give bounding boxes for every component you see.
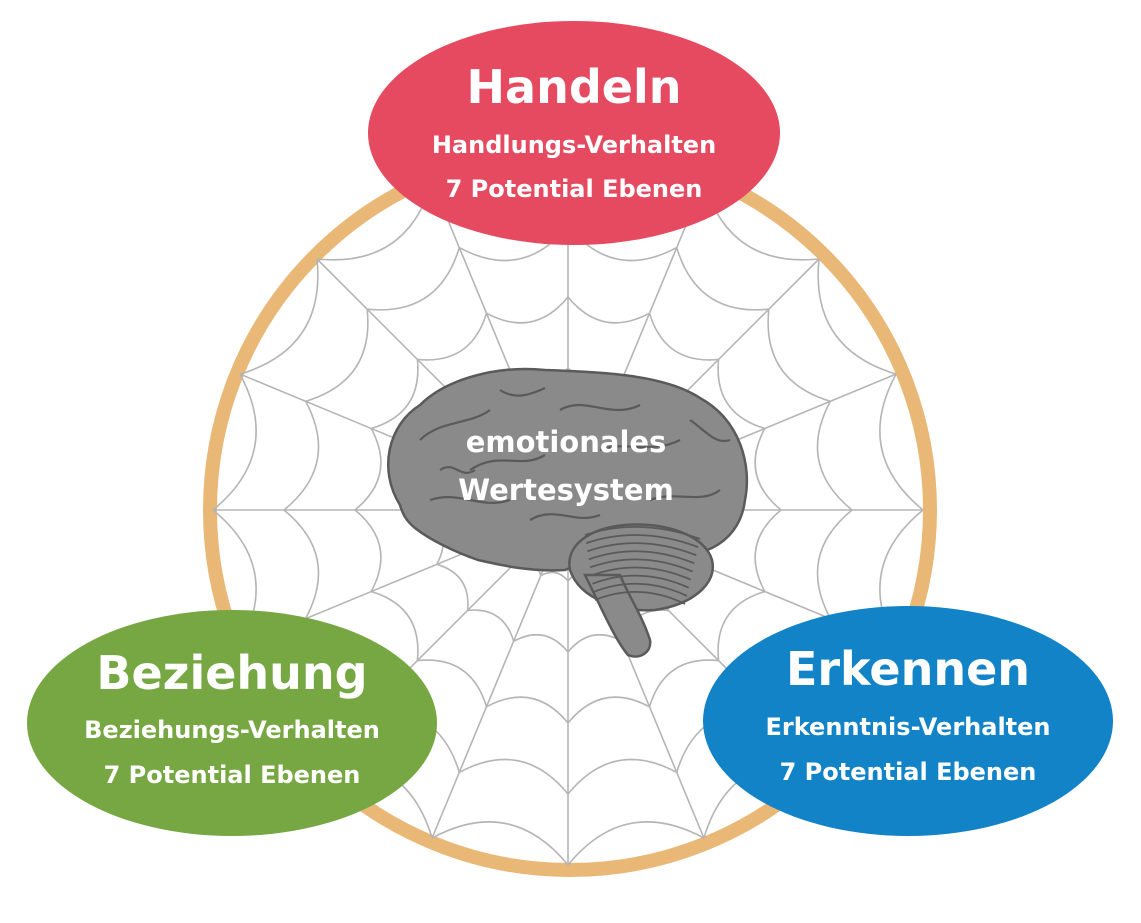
web-thread: [354, 428, 382, 511]
node-erkennen-line1: Erkenntnis-Verhalten: [766, 713, 1051, 741]
web-thread: [717, 359, 766, 430]
cerebellum-stripe: [590, 566, 691, 581]
cerebellum-stripe: [593, 582, 688, 597]
web-thread: [305, 309, 369, 403]
web-thread: [675, 247, 769, 311]
web-thread: [879, 373, 924, 511]
brain-folds: [419, 387, 731, 521]
node-beziehung: Beziehung Beziehungs-Verhalten 7 Potenti…: [27, 610, 437, 836]
web-thread: [436, 563, 469, 611]
web-thread: [467, 609, 515, 642]
node-handeln-title: Handeln: [467, 60, 682, 114]
web-thread: [486, 296, 569, 324]
node-erkennen: Erkennen Erkenntnis-Verhalten 7 Potentia…: [703, 606, 1113, 836]
node-handeln-ellipse: [368, 21, 780, 245]
node-beziehung-title: Beziehung: [96, 646, 367, 700]
cerebellum-stripe: [594, 591, 686, 605]
web-thread: [648, 312, 719, 361]
brain-stem: [582, 573, 652, 658]
cerebellum-stripe: [592, 574, 690, 589]
web-thread: [431, 821, 569, 866]
web-thread: [370, 359, 419, 430]
node-handeln-line1: Handlungs-Verhalten: [432, 131, 716, 159]
web-thread: [367, 247, 461, 311]
web-thread: [817, 258, 897, 375]
brain-cortex: [387, 367, 749, 572]
web-thread: [567, 821, 705, 866]
web-thread: [567, 634, 623, 653]
cerebellum-stripe: [587, 542, 697, 557]
web-thread: [767, 309, 831, 403]
web-thread: [370, 590, 419, 661]
web-thread: [816, 509, 853, 620]
web-thread: [417, 659, 488, 708]
web-thread: [513, 634, 569, 653]
center-label-line2: Wertesystem: [458, 473, 674, 507]
web-thread: [567, 696, 650, 724]
cerebellum-stripe: [589, 558, 693, 573]
web-thread: [754, 509, 782, 592]
node-handeln: Handeln Handlungs-Verhalten 7 Potential …: [368, 21, 780, 245]
web-thread: [354, 509, 382, 592]
cerebellum-stripe: [585, 534, 699, 548]
web-thread: [567, 296, 650, 324]
cerebellum-lines: [584, 526, 701, 605]
node-erkennen-title: Erkennen: [786, 642, 1030, 696]
web-thread: [717, 590, 766, 661]
node-beziehung-line1: Beziehungs-Verhalten: [84, 716, 380, 744]
brain-icon: [387, 367, 749, 658]
node-beziehung-ellipse: [27, 610, 437, 836]
node-erkennen-ellipse: [703, 606, 1113, 836]
node-handeln-line2: 7 Potential Ebenen: [446, 175, 703, 203]
cerebellum-stripe: [584, 526, 701, 540]
web-thread: [458, 758, 569, 795]
node-beziehung-line2: 7 Potential Ebenen: [104, 761, 361, 789]
web-thread: [283, 509, 320, 620]
web-thread: [283, 400, 320, 511]
web-thread: [417, 312, 488, 361]
center-label-line1: emotionales: [466, 425, 667, 459]
node-erkennen-line2: 7 Potential Ebenen: [780, 758, 1037, 786]
web-thread: [540, 571, 569, 582]
web-thread: [648, 659, 719, 708]
web-thread: [567, 758, 678, 795]
web-thread: [486, 696, 569, 724]
web-thread: [239, 258, 319, 375]
web-thread: [754, 428, 782, 511]
web-thread: [816, 400, 853, 511]
cerebellum-stripe: [588, 550, 695, 565]
web-thread: [212, 373, 257, 511]
